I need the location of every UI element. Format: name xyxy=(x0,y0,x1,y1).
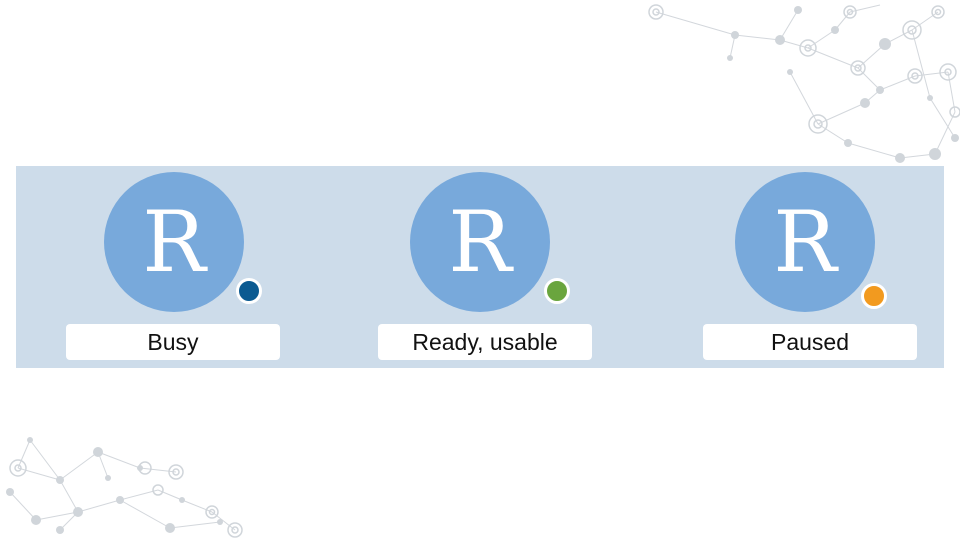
paused-status-dot xyxy=(861,283,887,309)
status-band: R Busy R Ready, usable R Paused xyxy=(16,166,944,368)
r-logo-icon: R xyxy=(410,172,550,312)
state-label-box: Ready, usable xyxy=(378,324,592,360)
ready-status-dot xyxy=(544,278,570,304)
state-busy: R Busy xyxy=(66,166,282,368)
state-label-box: Busy xyxy=(66,324,280,360)
busy-status-dot xyxy=(236,278,262,304)
state-label: Paused xyxy=(770,328,849,355)
state-label: Busy xyxy=(147,328,199,355)
r-logo-icon: R xyxy=(104,172,244,312)
state-label-box: Paused xyxy=(703,324,917,360)
r-logo-icon: R xyxy=(735,172,875,312)
state-paused: R Paused xyxy=(703,166,919,368)
r-logo-letter: R xyxy=(773,193,837,291)
state-ready: R Ready, usable xyxy=(378,166,594,368)
state-label: Ready, usable xyxy=(412,328,558,355)
r-logo-letter: R xyxy=(448,193,512,291)
r-logo-letter: R xyxy=(142,193,206,291)
